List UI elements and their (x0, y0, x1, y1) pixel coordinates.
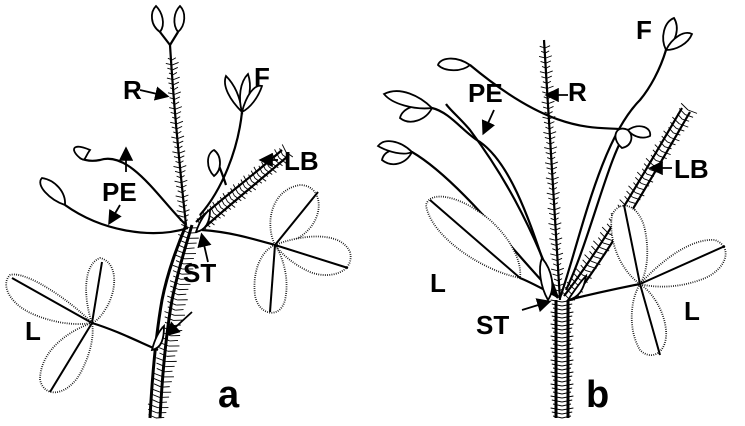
stem-hair (173, 72, 177, 74)
label-b-raceme: R (568, 77, 587, 107)
stem-hair (174, 87, 178, 89)
stem-hair (177, 201, 182, 203)
label-b-leaf-right: L (684, 296, 700, 326)
stem-hair (173, 77, 179, 79)
stem-hair (545, 46, 550, 48)
stem-hair (545, 51, 549, 53)
panel-label-a: a (218, 374, 240, 416)
stem-hair (178, 136, 184, 138)
stem-hair (176, 112, 181, 114)
stem-hair (177, 211, 184, 213)
panel-b-drawing: R F PE LB ST L L b (378, 15, 726, 418)
panel-b-raceme (544, 40, 560, 300)
label-a-leaf: L (25, 316, 41, 346)
stem-hair (546, 71, 552, 73)
stem-hair (177, 131, 181, 133)
stem-hair (546, 56, 552, 58)
panel-a-raceme (170, 45, 186, 225)
label-a-peduncle: PE (102, 177, 137, 207)
stem-hair (178, 294, 186, 295)
stem-hair (547, 193, 554, 195)
stem-hair (175, 102, 179, 104)
stem-hair (553, 274, 558, 276)
stem-hair (551, 244, 556, 246)
stem-hair (548, 224, 555, 226)
stem-hair (173, 67, 178, 69)
stem-hair (547, 76, 552, 78)
stem-hair (172, 58, 176, 60)
stem-hair (603, 243, 610, 245)
stem-hair (176, 107, 182, 109)
stem-hair (159, 402, 167, 403)
label-b-lateral-branch: LB (674, 154, 709, 184)
panel-a-top-buds (152, 6, 184, 45)
stem-hair (174, 82, 179, 84)
label-a-lateral-branch: LB (284, 146, 319, 176)
stem-hair (179, 206, 183, 208)
label-b-peduncle: PE (468, 78, 503, 108)
label-b-stipule: ST (476, 310, 509, 340)
stem-hair (154, 384, 162, 387)
label-a-stipule: ST (183, 258, 216, 288)
stem-hair (167, 356, 175, 357)
stem-hair (164, 371, 172, 372)
stem-hair (178, 191, 182, 193)
stem-hair (551, 269, 558, 271)
label-a-raceme: R (123, 75, 142, 105)
stem-hair (594, 257, 601, 259)
stem-hair (548, 91, 553, 93)
stem-hair (179, 151, 185, 153)
label-b-leaf-left: L (430, 268, 446, 298)
stem-hair (177, 126, 182, 128)
label-a-flower: F (254, 62, 270, 92)
stem-hair (553, 264, 557, 266)
stem-hair (554, 279, 558, 281)
stem-hair (175, 181, 182, 183)
stem-hair (548, 208, 555, 210)
stem-hair (176, 186, 181, 188)
stem-hair (162, 387, 170, 388)
panel-b-right-leaf (568, 205, 726, 355)
stem-hair (552, 259, 557, 261)
stem-hair (178, 141, 183, 143)
stem-hair (172, 62, 178, 64)
stem-hair (186, 248, 194, 249)
stem-hair (546, 61, 551, 63)
stem-hair (175, 92, 181, 94)
stem-hair (175, 97, 180, 99)
stem-hair (177, 121, 183, 123)
panel-label-b: b (586, 374, 609, 416)
stem-hair (549, 239, 556, 241)
stem-hair (550, 229, 555, 231)
stem-hair (170, 340, 178, 341)
panel-b-main-stem-hairs (551, 300, 574, 418)
panel-a-drawing: R F PE LB ST L a (6, 6, 350, 418)
label-b-flower: F (636, 15, 652, 45)
stem-hair (548, 101, 554, 103)
panel-a-arrows (110, 90, 278, 334)
panel-a-flower (200, 74, 262, 215)
stem-hair (156, 417, 164, 418)
stem-hair (175, 310, 183, 311)
stem-hair (176, 117, 180, 119)
stem-hair (547, 86, 553, 88)
stem-hair (176, 196, 183, 198)
stem-hair (550, 254, 557, 256)
